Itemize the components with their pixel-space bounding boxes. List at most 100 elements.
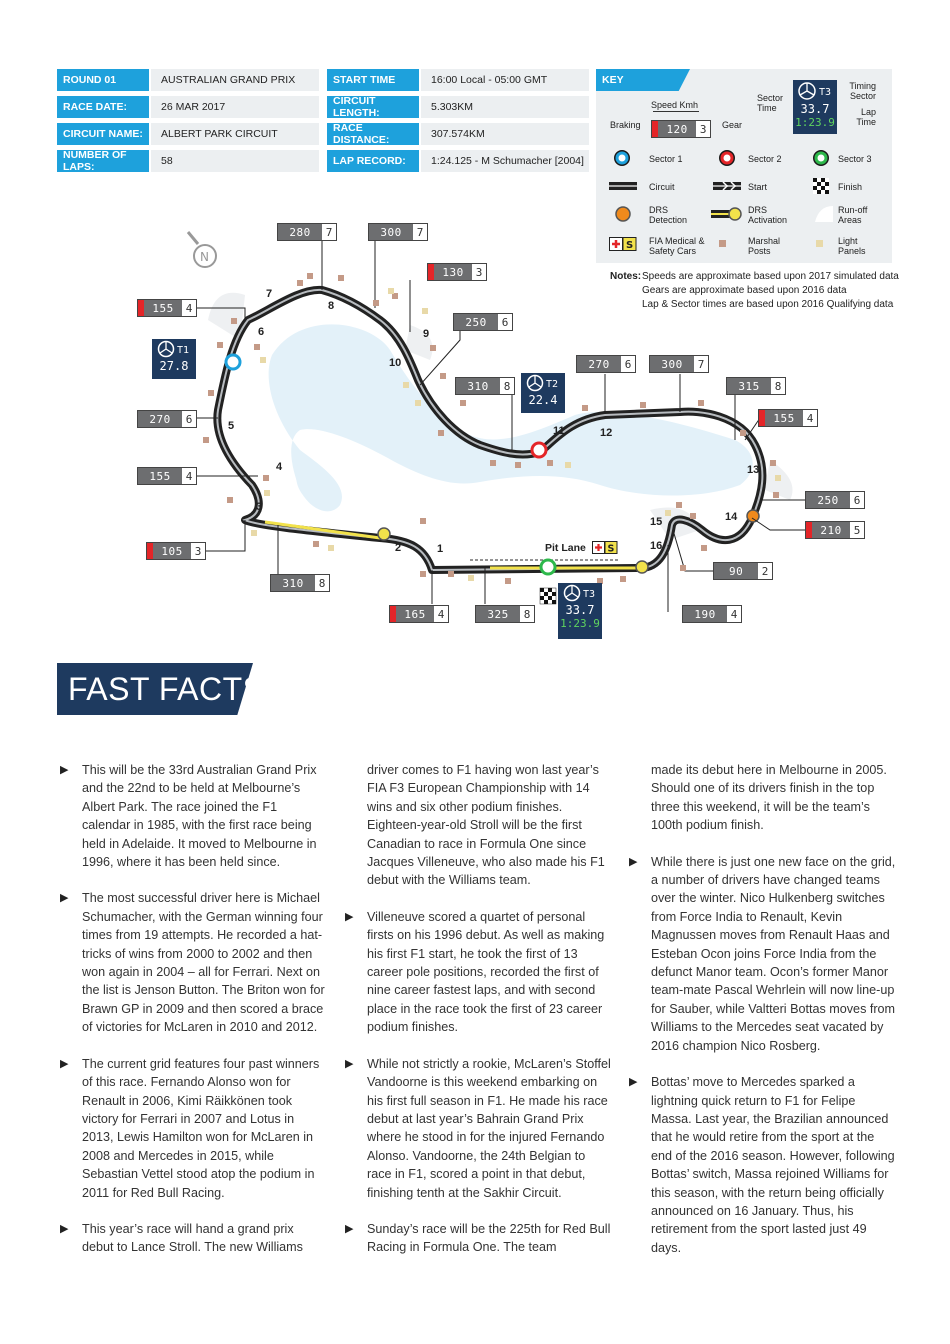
brake-marker [806,522,812,538]
turn-1-label: 1 [437,543,444,555]
drs-activation-marker [635,560,649,574]
svg-text:T1: T1 [177,345,189,356]
fast-facts-banner [57,663,253,715]
key-panel [596,69,892,263]
length-label: CIRCUIT LENGTH: [327,95,419,119]
turn-13-label: 13 [747,464,760,476]
light-panel-icon [816,240,823,247]
svg-text:S: S [626,240,633,251]
timing-sector-icon: T1 [157,340,189,358]
bullet-arrow-icon: ▶ [60,764,69,776]
bullet-arrow-icon: ▶ [629,855,638,868]
key-sector3-label: Sector 3 [838,154,872,164]
info-row-start: START TIME 16:00 Local - 05:00 GMT [327,69,589,91]
key-speed-line [653,111,699,112]
svg-text:T3: T3 [583,589,595,600]
brake-marker [428,264,434,280]
fact-paragraph: ▶Sunday’s race will be the 225th for Red… [345,1221,611,1255]
key-start-label: Start [748,182,768,192]
turn-14-label: 14 [725,511,738,523]
turn-3-label: 3 [256,501,263,513]
bullet-arrow-icon: ▶ [629,1076,638,1089]
finish-flag-icon [813,178,829,194]
circuit-map: N [186,231,805,612]
runoff-area [208,292,245,340]
bullet-arrow-icon: ▶ [345,1222,354,1235]
albert-park-lake [268,324,753,512]
bullet-arrow-icon: ▶ [60,1057,69,1070]
notes-label: Notes: [610,271,642,282]
circuit-value: ALBERT PARK CIRCUIT [151,123,319,145]
turn-5-label: 5 [228,420,235,432]
sector2-icon [719,150,735,166]
key-speed-label: Speed Kmh [651,100,699,110]
brake-marker [147,543,153,559]
date-value: 26 MAR 2017 [151,96,319,118]
turn-15-label: 15 [650,516,663,528]
finish-flag-marker [539,587,557,605]
sector3-marker [539,558,557,576]
key-gear-label: Gear [722,120,743,130]
key-header: KEY [596,69,690,91]
fact-paragraph-continued: made its debut here in Melbourne in 2005… [651,763,887,833]
distance-label: RACE DISTANCE: [327,122,419,146]
key-drs-detection-label: DRS Detection [649,205,688,225]
drs-detection-icon [615,206,631,222]
info-row-round: ROUND 01 AUSTRALIAN GRAND PRIX [57,69,319,91]
turn-10-label: 10 [389,357,402,369]
sector1-icon [614,150,630,166]
key-sample-lap-time: 1:23.9 [795,116,835,129]
lap-time: 1:23.9 [560,617,600,630]
key-sector2-label: Sector 2 [748,154,782,164]
date-label: RACE DATE: [57,96,149,118]
key-fia-label: FIA Medical & Safety Cars [649,236,705,256]
turn-6-label: 6 [258,326,265,338]
marshal-post-icon [719,240,726,247]
bullet-arrow-icon: ▶ [60,892,69,905]
bullet-arrow-icon: ▶ [345,1057,354,1070]
start-label: START TIME [327,69,419,91]
svg-text:N: N [200,250,209,264]
turn-11-label: 11 [553,425,565,437]
drs-zone-1 [264,520,381,540]
leader-lines [195,240,805,612]
turn-9-label: 9 [423,328,430,340]
sector1-time-box: T1 27.8 [152,339,196,379]
turn-8-label: 8 [328,300,335,312]
turn-4-label: 4 [276,461,283,473]
info-row-date: RACE DATE: 26 MAR 2017 [57,96,319,118]
notes-line2: Gears are approximate based upon 2016 da… [642,285,847,296]
key-timing-sector-label: Timing Sector [849,81,876,101]
turn-12-label: 12 [600,427,613,439]
key-sample-sector: T3 [819,87,831,98]
key-sample-sector-time: 33.7 [800,102,830,116]
info-row-laps: NUMBER OF LAPS: 58 [57,149,319,173]
notes-line1: Speeds are approximate based upon 2017 s… [642,271,899,282]
drs-detection-marker [746,509,760,523]
fact-paragraph: ▶The most successful driver here is Mich… [60,891,325,1035]
turn-16-label: 16 [650,540,663,552]
fact-paragraph: ▶Bottas’ move to Mercedes sparked a ligh… [629,1075,895,1255]
fast-facts-column-3: made its debut here in Melbourne in 2005… [629,761,897,1275]
sector2-time-box: T2 22.4 [521,373,565,413]
fact-paragraph: ▶While there is just one new face on the… [629,854,896,1053]
svg-text:S: S [608,544,615,555]
fact-paragraph-continued: driver comes to F1 having won last year’… [367,763,605,888]
svg-text:T2: T2 [546,379,558,390]
north-compass-icon: N [186,231,217,268]
info-row-distance: RACE DISTANCE: 307.574KM [327,122,589,146]
timing-sector-icon: T3 [798,82,831,100]
brake-marker [759,410,765,426]
sector1-marker [224,353,242,371]
fact-paragraph: ▶While not strictly a rookie, McLaren’s … [345,1056,611,1200]
laps-value: 58 [151,150,319,172]
